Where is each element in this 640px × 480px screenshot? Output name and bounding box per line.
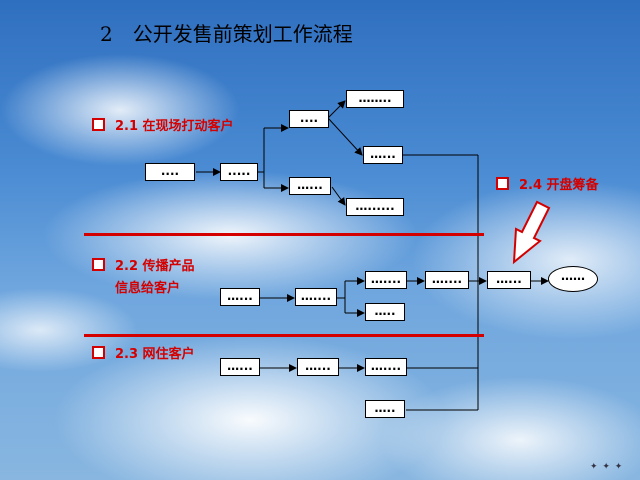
flow-box: …... xyxy=(487,271,531,289)
title-text: 公开发售前策划工作流程 xyxy=(132,22,353,46)
flow-box: ….... xyxy=(365,271,407,289)
flow-box: …...... xyxy=(346,198,404,216)
flow-box: ….. xyxy=(365,303,405,321)
page-title: 2 公开发售前策划工作流程 xyxy=(100,18,353,47)
section-2-3: 2.3 网住客户 xyxy=(92,344,195,366)
end-node: …… xyxy=(548,266,598,292)
flow-box: ….. xyxy=(365,400,405,418)
section-2-2: 2.2 传播产品 信息给客户 xyxy=(92,256,195,300)
flow-box: …... xyxy=(297,358,339,376)
flow-box: ..... xyxy=(220,163,258,181)
flow-box: .... xyxy=(289,110,329,128)
logo-mark: ✦ ✦ ✦ xyxy=(590,462,624,472)
checkbox-icon xyxy=(496,177,509,190)
flow-box: …….. xyxy=(346,90,404,108)
flow-box: …... xyxy=(220,358,260,376)
flow-box: …... xyxy=(289,177,331,195)
title-number: 2 xyxy=(100,22,113,46)
flow-box: ….... xyxy=(295,288,337,306)
flow-box: …... xyxy=(220,288,260,306)
checkbox-icon xyxy=(92,258,105,271)
checkbox-icon xyxy=(92,346,105,359)
section-2-1: 2.1 在现场打动客户 xyxy=(92,116,234,138)
flow-box: …... xyxy=(363,146,403,164)
section-2-4: 2.4 开盘筹备 xyxy=(496,175,599,197)
separator-line-2 xyxy=(84,334,484,337)
flow-box: ….... xyxy=(365,358,407,376)
flow-box: ….... xyxy=(425,271,469,289)
big-red-arrow xyxy=(512,200,551,265)
flow-box: .... xyxy=(145,163,195,181)
checkbox-icon xyxy=(92,118,105,131)
separator-line-1 xyxy=(84,233,484,236)
